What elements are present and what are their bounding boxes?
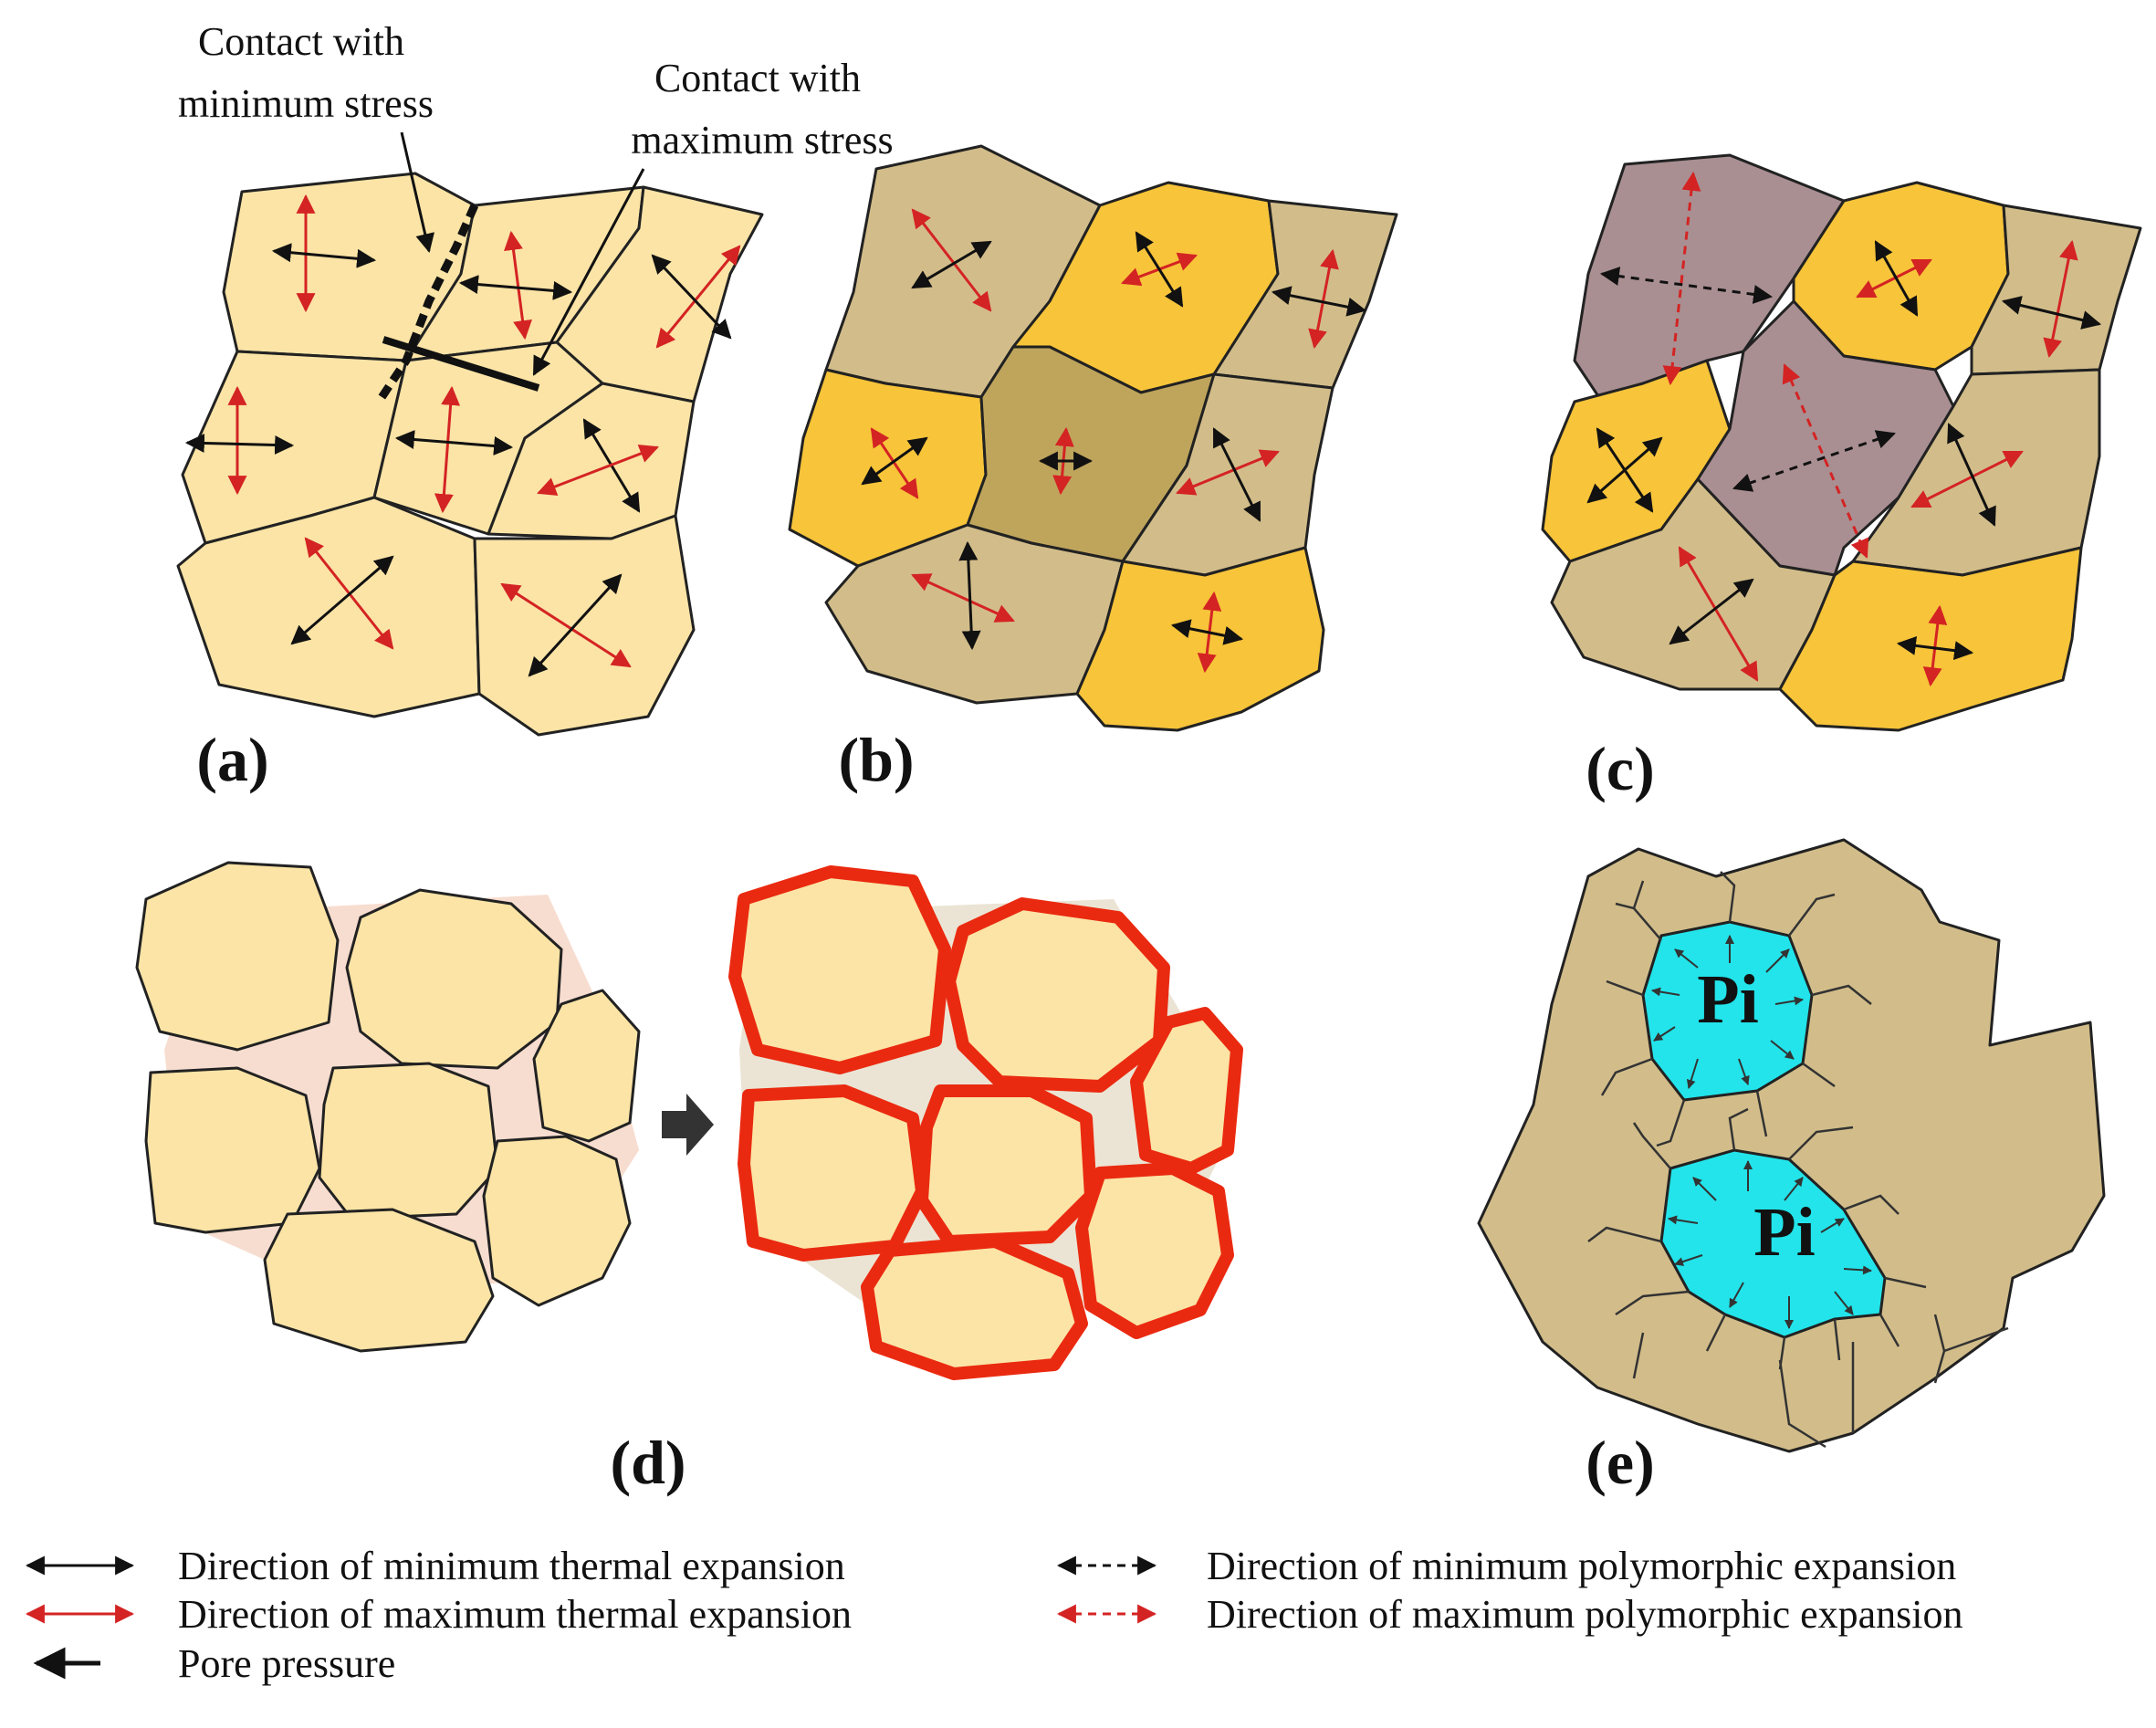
- min-stress-contact: [375, 204, 479, 404]
- legend-min-thermal: Direction of minimum thermal expansion: [25, 1544, 845, 1588]
- pore-upper-label: Pi: [1697, 961, 1759, 1038]
- legend-max-thermal-label: Direction of maximum thermal expansion: [178, 1592, 852, 1637]
- transition-arrow: [662, 1094, 714, 1156]
- min-stress-pointer: [400, 131, 434, 254]
- legend-min-polymorphic: Direction of minimum polymorphic expansi…: [1056, 1544, 1956, 1588]
- panel-a-grains: [176, 172, 764, 737]
- panel-a-label: (a): [196, 725, 268, 794]
- pore-lower-fill: [1659, 1148, 1887, 1339]
- pore-lower-cracks: [1587, 1107, 1927, 1370]
- panel-b-arrows: [861, 208, 1367, 674]
- panel-d-label: (d): [610, 1428, 686, 1497]
- pore-upper-pressure-arrows: [1651, 935, 1804, 1089]
- panel-c-grains: [1541, 153, 2142, 732]
- legend: Direction of minimum thermal expansion D…: [25, 1544, 1963, 1686]
- legend-max-thermal: Direction of maximum thermal expansion: [25, 1592, 852, 1637]
- max-stress-contact: [382, 336, 540, 392]
- panel-d-right-aggregate: [728, 865, 1243, 1380]
- panel-a-contacts: [375, 131, 645, 404]
- grain-boundary-cracks: [1632, 1314, 2009, 1449]
- panel-d: (d): [135, 861, 1243, 1497]
- max-stress-label-line2: maximum stress: [631, 118, 893, 162]
- panel-c-arrows: [1586, 171, 2102, 687]
- panel-b-grains: [788, 144, 1398, 732]
- legend-pore-pressure-label: Pore pressure: [178, 1641, 395, 1686]
- legend-max-polymorphic: Direction of maximum polymorphic expansi…: [1056, 1592, 1963, 1637]
- pore-upper-cracks: [1600, 871, 1872, 1147]
- legend-max-polymorphic-label: Direction of maximum polymorphic expansi…: [1207, 1592, 1963, 1637]
- pore-lower: Pi: [1587, 1107, 1927, 1370]
- panel-a-arrows: [184, 194, 741, 677]
- pore-upper-fill: [1641, 920, 1814, 1102]
- max-stress-label-line1: Contact with: [654, 56, 861, 100]
- pore-lower-label: Pi: [1753, 1194, 1816, 1271]
- panel-b-label: (b): [838, 725, 914, 794]
- panel-d-left-aggregate: [135, 861, 641, 1353]
- legend-min-thermal-label: Direction of minimum thermal expansion: [178, 1544, 845, 1588]
- panel-a: Contact with minimum stress Contact with…: [176, 19, 894, 794]
- min-stress-label-line1: Contact with: [198, 19, 404, 64]
- pore-upper: Pi: [1600, 871, 1872, 1147]
- legend-pore-pressure: Pore pressure: [33, 1641, 395, 1686]
- min-stress-label-line2: minimum stress: [178, 81, 434, 126]
- max-stress-pointer: [532, 168, 645, 376]
- panel-c: (c): [1541, 153, 2142, 803]
- pore-lower-pressure-arrows: [1668, 1160, 1872, 1329]
- panel-b: (b): [788, 144, 1398, 794]
- panel-e: Pi Pi (e): [1477, 838, 2106, 1497]
- panel-c-label: (c): [1586, 734, 1654, 803]
- panel-e-label: (e): [1586, 1428, 1654, 1497]
- legend-min-polymorphic-label: Direction of minimum polymorphic expansi…: [1207, 1544, 1956, 1588]
